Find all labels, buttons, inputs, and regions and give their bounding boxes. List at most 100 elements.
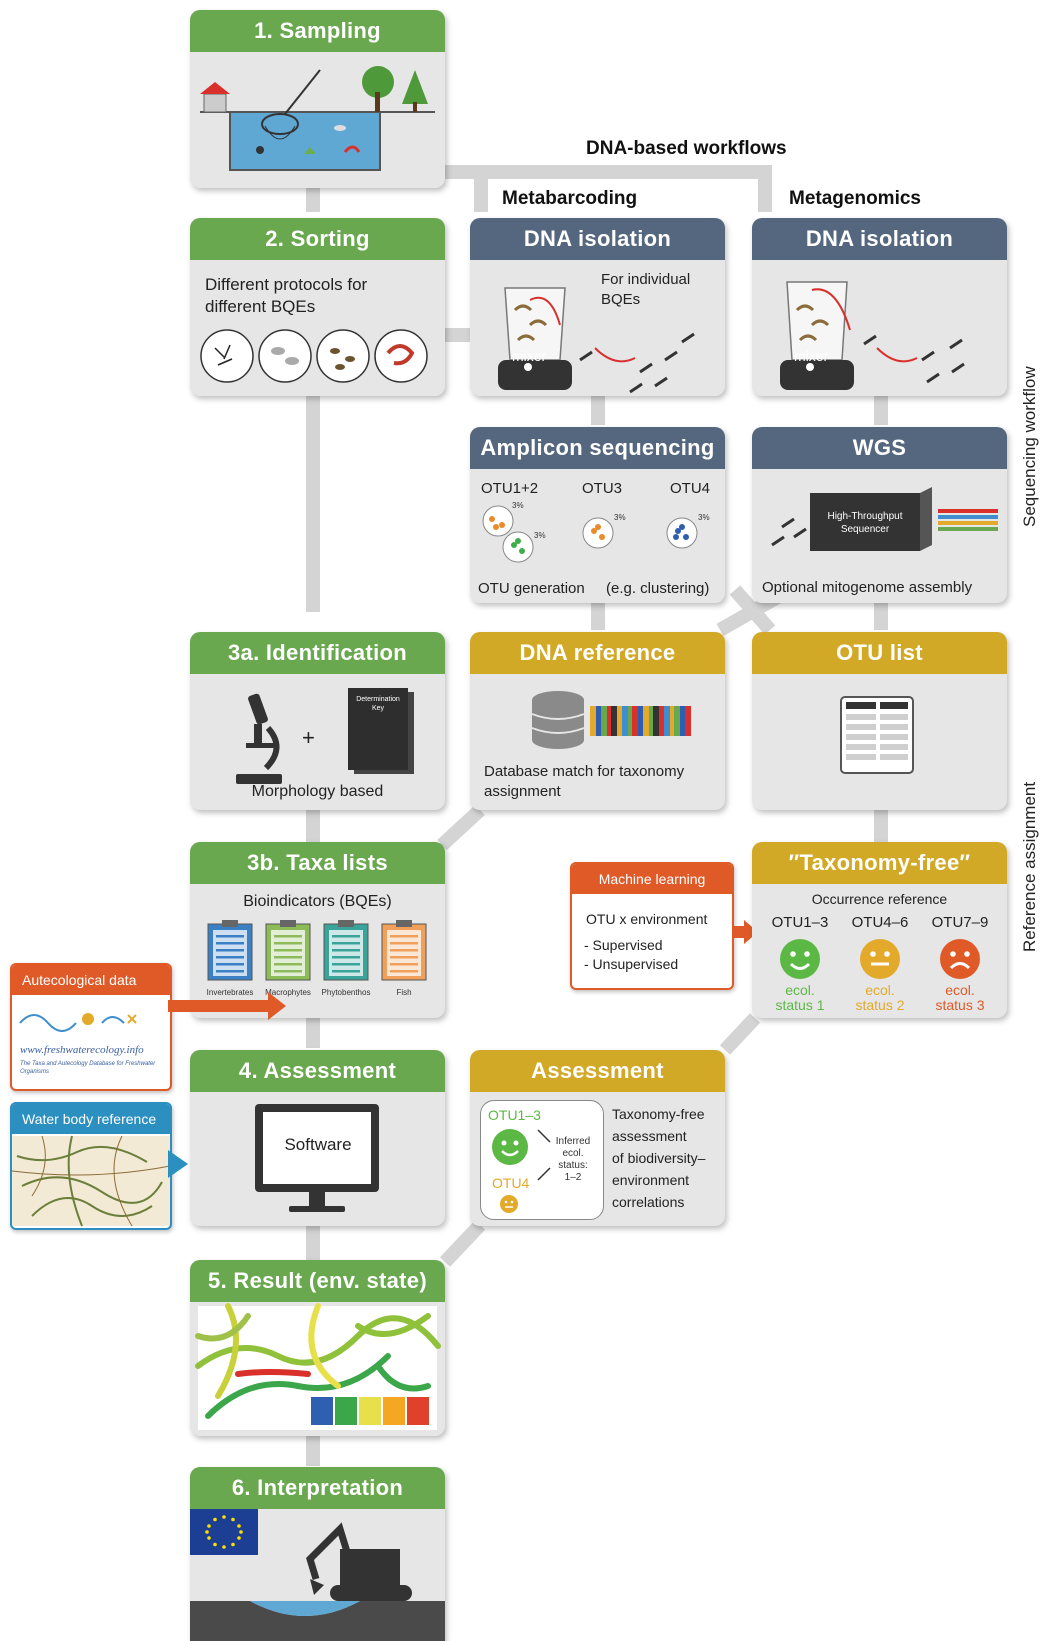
taxa-list-item: Phytobenthos bbox=[320, 920, 372, 1012]
otu-list-title: OTU list bbox=[752, 632, 1007, 674]
otu-list-box: OTU list bbox=[752, 632, 1007, 810]
freshwaterecology-logo bbox=[19, 1013, 137, 1032]
autecological-title: Autecological data bbox=[12, 965, 170, 995]
tf-status-label: status 1 bbox=[775, 997, 825, 1013]
assessment-title: 4. Assessment bbox=[190, 1050, 445, 1092]
water-body-map bbox=[12, 1135, 170, 1227]
taxa-list-label: Macrophytes bbox=[265, 988, 311, 997]
happy-face-icon bbox=[492, 1129, 528, 1165]
inferred-arrows bbox=[537, 1129, 551, 1181]
barcode-strip bbox=[590, 706, 691, 736]
sorting-title: 2. Sorting bbox=[190, 218, 445, 260]
ml-line3: - Unsupervised bbox=[584, 956, 679, 972]
status-scale-swatch bbox=[406, 1396, 430, 1426]
amplicon-title: Amplicon sequencing bbox=[470, 427, 725, 469]
clipboard-icon bbox=[323, 920, 369, 981]
taxa-list-item: Fish bbox=[378, 920, 430, 1012]
pond-illustration bbox=[200, 66, 435, 171]
result-title: 5. Result (env. state) bbox=[190, 1260, 445, 1302]
monitor-icon bbox=[255, 1104, 379, 1212]
inferred-line3: status: bbox=[558, 1160, 588, 1171]
machine-learning-box: Machine learning OTU x environment - Sup… bbox=[570, 862, 734, 990]
otu-label-2: OTU3 bbox=[582, 480, 623, 497]
inferred-line1: Inferred bbox=[555, 1136, 591, 1147]
dna-isolation-metabarcoding-box: DNA isolation For individual BQEs mixer bbox=[470, 218, 725, 396]
taxa-list-item: Invertebrates bbox=[204, 920, 256, 1012]
dna-isolation-metabarcoding-title: DNA isolation bbox=[470, 218, 725, 260]
bioindicators-label: Bioindicators (BQEs) bbox=[243, 893, 392, 910]
percent-4: 3% bbox=[698, 513, 710, 522]
taxa-list-label: Fish bbox=[396, 988, 412, 997]
taxa-list-item: Macrophytes bbox=[262, 920, 314, 1012]
result-box: 5. Result (env. state) bbox=[190, 1260, 445, 1436]
sampling-title: 1. Sampling bbox=[190, 10, 445, 52]
taxa-lists-title: 3b. Taxa lists bbox=[190, 842, 445, 884]
key-line2: Key bbox=[371, 705, 385, 712]
mitogenome-label: Optional mitogenome assembly bbox=[762, 579, 973, 596]
tf-status-label: ecol. bbox=[945, 982, 975, 998]
dna-isolation-metagenomics-box: DNA isolation mixer bbox=[752, 218, 1007, 396]
otu-label-1: OTU1+2 bbox=[481, 480, 539, 497]
taxonomy-free-title: ″Taxonomy-free″ bbox=[752, 842, 1007, 884]
water-body-title: Water body reference bbox=[12, 1104, 170, 1134]
ml-line2: - Supervised bbox=[584, 937, 663, 953]
freshwaterecology-url: www.freshwaterecology.info bbox=[20, 1044, 144, 1056]
tf-otu-label: OTU7–9 bbox=[931, 914, 989, 931]
dna-workflows-label: DNA-based workflows bbox=[586, 138, 787, 159]
status-scale-swatch bbox=[358, 1396, 382, 1426]
reference-assignment-label: Reference assignment bbox=[1020, 781, 1039, 952]
sorting-box: 2. Sorting Different protocols for diffe… bbox=[190, 218, 445, 396]
assessment-otu-a: OTU1–3 bbox=[488, 1107, 541, 1123]
machine-learning-title: Machine learning bbox=[572, 864, 732, 894]
otu-generation-label: OTU generation bbox=[478, 580, 585, 597]
wgs-box: WGS High-Throughput Sequencer Optional m… bbox=[752, 427, 1007, 603]
dna-reference-box: DNA reference Database match for taxonom… bbox=[470, 632, 725, 810]
taxonomy-free-box: ″Taxonomy-free″ Occurrence reference OTU… bbox=[752, 842, 1007, 1018]
dna-isolation-metagenomics-title: DNA isolation bbox=[752, 218, 1007, 260]
database-match-label: Database match for taxonomy assignment bbox=[484, 763, 685, 800]
assessment-tf-description-line: of biodiversity– bbox=[612, 1150, 706, 1166]
wgs-title: WGS bbox=[752, 427, 1007, 469]
tf-status-label: ecol. bbox=[865, 982, 895, 998]
sampling-box: 1. Sampling bbox=[190, 10, 445, 188]
assessment-tf-description-line: correlations bbox=[612, 1194, 685, 1210]
tf-otu-label: OTU1–3 bbox=[771, 914, 829, 931]
taxa-list-label: Phytobenthos bbox=[321, 988, 371, 997]
assessment-otu-b: OTU4 bbox=[492, 1175, 530, 1191]
tf-status-label: status 3 bbox=[935, 997, 985, 1013]
tf-status-label: ecol. bbox=[785, 982, 815, 998]
ml-line1: OTU x environment bbox=[586, 911, 708, 927]
happy-face-icon bbox=[780, 939, 820, 979]
sequencer-line1: High-Throughput bbox=[827, 511, 903, 522]
determination-key-book bbox=[348, 688, 414, 774]
autecological-arrow bbox=[168, 992, 286, 1020]
clustering-label: (e.g. clustering) bbox=[606, 580, 710, 597]
assessment-tf-title: Assessment bbox=[470, 1050, 725, 1092]
status-scale-swatch bbox=[334, 1396, 358, 1426]
neutral-face-icon bbox=[500, 1195, 518, 1213]
assessment-tf-description-line: environment bbox=[612, 1172, 690, 1188]
tf-status-label: status 2 bbox=[855, 997, 905, 1013]
status-scale-swatch bbox=[382, 1396, 406, 1426]
mixer-illustration bbox=[498, 287, 695, 394]
inferred-line2: ecol. bbox=[562, 1148, 584, 1159]
otu-clusters bbox=[482, 505, 698, 563]
assessment-tf-description-line: assessment bbox=[612, 1128, 687, 1144]
assessment-box: 4. Assessment Software bbox=[190, 1050, 445, 1226]
interpretation-box: 6. Interpretation bbox=[190, 1467, 445, 1641]
identification-title: 3a. Identification bbox=[190, 632, 445, 674]
autecological-box: Autecological data www.freshwaterecology… bbox=[10, 963, 172, 1091]
clipboard-icon bbox=[207, 920, 253, 981]
neutral-face-icon bbox=[860, 939, 900, 979]
otu-label-3: OTU4 bbox=[670, 480, 711, 497]
microscope-icon bbox=[236, 693, 282, 784]
eu-flag-icon bbox=[190, 1509, 258, 1555]
taxa-list-label: Invertebrates bbox=[206, 988, 254, 997]
sequencing-workflow-label: Sequencing workflow bbox=[1020, 366, 1039, 527]
ml-arrow bbox=[732, 920, 758, 944]
percent-2: 3% bbox=[534, 531, 546, 540]
plus-sign: + bbox=[302, 725, 315, 750]
identification-box: 3a. Identification + Determination Key M… bbox=[190, 632, 445, 810]
clipboard-icon bbox=[381, 920, 427, 981]
